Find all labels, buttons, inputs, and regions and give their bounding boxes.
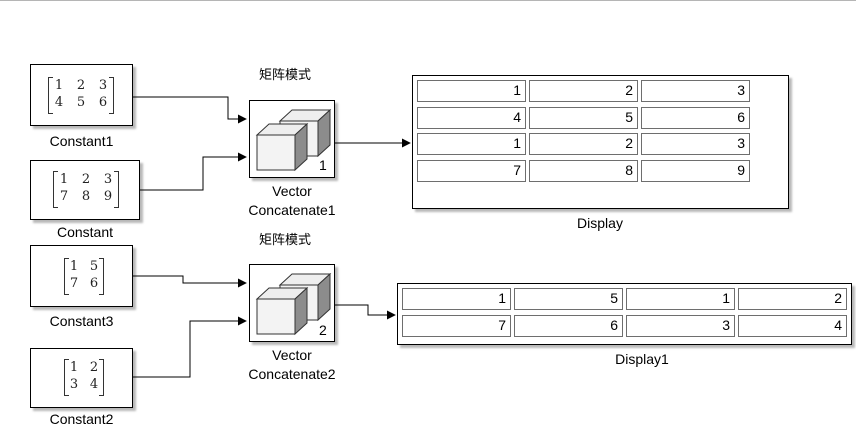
concatenate-cube-icon — [255, 108, 332, 172]
display-cell: 1 — [417, 80, 526, 102]
display-cell: 9 — [641, 160, 750, 182]
constant-label: Constant — [56, 224, 114, 240]
concat1-label-line2: Concatenate1 — [248, 202, 336, 218]
constant2-label: Constant2 — [49, 411, 114, 427]
concat2-dim-label: 2 — [319, 322, 327, 338]
line-constant1-to-concat1 — [133, 96, 247, 124]
concat1-dim-label: 1 — [319, 157, 327, 173]
display-block[interactable]: 1 2 3 4 5 6 1 2 3 7 8 9 — [412, 75, 789, 209]
line-constant3-to-concat2 — [133, 275, 247, 288]
display1-cell: 6 — [514, 315, 623, 337]
line-constant2-to-concat2 — [133, 316, 247, 378]
constant3-label: Constant3 — [49, 313, 114, 329]
concat2-label-line1: Vector — [272, 347, 312, 363]
display-cell: 7 — [417, 160, 526, 182]
display-cell: 4 — [417, 107, 526, 129]
display-cell: 3 — [641, 80, 750, 102]
display1-block[interactable]: 1 5 1 2 7 6 3 4 — [397, 283, 852, 345]
annotation-matrix-mode-bottom: 矩阵模式 — [259, 233, 312, 248]
canvas-top-border — [0, 0, 856, 1]
display1-cell: 2 — [738, 288, 847, 310]
display-cell: 8 — [529, 160, 638, 182]
display-cell: 6 — [641, 107, 750, 129]
display-cell: 2 — [529, 133, 638, 155]
display-label: Display — [577, 215, 623, 231]
line-constant-to-concat1 — [140, 152, 247, 191]
display-cell: 2 — [529, 80, 638, 102]
display1-cell: 5 — [514, 288, 623, 310]
display-cell: 3 — [641, 133, 750, 155]
concat2-label-line2: Concatenate2 — [248, 366, 336, 382]
concat1-label-line1: Vector — [272, 183, 312, 199]
display1-cell: 4 — [738, 315, 847, 337]
display1-label: Display1 — [615, 351, 669, 367]
constant1-label: Constant1 — [49, 133, 114, 149]
line-concat2-to-display1 — [335, 304, 396, 320]
vector-concatenate2-block[interactable]: 2 — [249, 264, 335, 342]
annotation-matrix-mode-top: 矩阵模式 — [259, 68, 312, 83]
concatenate-cube-icon — [255, 272, 332, 336]
display1-cell: 1 — [626, 288, 735, 310]
display1-cell: 1 — [402, 288, 511, 310]
display-cell: 5 — [529, 107, 638, 129]
display1-cell: 3 — [626, 315, 735, 337]
display-cell: 1 — [417, 133, 526, 155]
vector-concatenate1-block[interactable]: 1 — [249, 100, 335, 178]
display1-cell: 7 — [402, 315, 511, 337]
